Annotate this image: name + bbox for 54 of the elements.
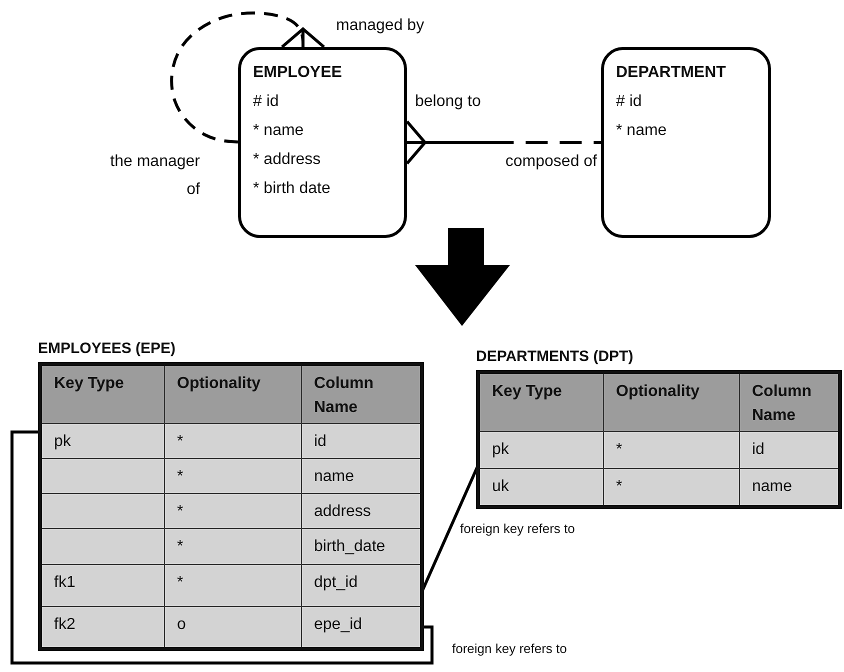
table-cell: dpt_id [302, 565, 420, 606]
header-row [480, 374, 838, 432]
connector-line [10, 430, 434, 664]
table-cell: * [165, 494, 302, 528]
table-row [42, 607, 420, 647]
table-cell: uk [480, 469, 604, 505]
table-cell: name [740, 469, 838, 505]
table-row [42, 459, 420, 494]
attribute-text: * birth date [253, 179, 332, 199]
entity-box [238, 47, 407, 238]
table-cell: o [165, 607, 302, 647]
attribute-text: * name [253, 121, 305, 141]
table-cell: fk2 [42, 607, 165, 647]
table-cell: birth_date [302, 529, 420, 564]
column-header: Key Type [480, 374, 604, 431]
table-cell: * [165, 529, 302, 564]
table-row [480, 469, 838, 505]
column-header: Column Name [740, 374, 838, 431]
table-cell: fk1 [42, 565, 165, 606]
table-cell: * [165, 459, 302, 493]
table-row [42, 565, 420, 607]
entity-name: DEPARTMENT [616, 63, 727, 83]
role-label: the manager of [109, 152, 200, 200]
table-cell: address [302, 494, 420, 528]
attribute-text: * address [253, 150, 322, 170]
table-row [42, 494, 420, 529]
table-cell: pk [42, 424, 165, 458]
table-cell: id [302, 424, 420, 458]
role-label: composed of [504, 152, 597, 172]
table-cell: * [165, 565, 302, 606]
table-row [480, 432, 838, 469]
entity-name: EMPLOYEE [253, 63, 343, 83]
table-row [42, 424, 420, 459]
table-cell: pk [480, 432, 604, 468]
header-row [42, 366, 420, 424]
table-cell: id [740, 432, 838, 468]
entity-box [601, 47, 771, 238]
table-cell: * [604, 469, 740, 505]
table-cell: epe_id [302, 607, 420, 647]
table-cell: * [165, 424, 302, 458]
attribute-text: # id [253, 92, 280, 112]
table-title: EMPLOYEES (EPE) [38, 339, 177, 359]
column-header: Optionality [165, 366, 302, 423]
column-header: Column Name [302, 366, 420, 423]
table-cell: * [604, 432, 740, 468]
attribute-text: * name [616, 121, 668, 141]
table-cell: name [302, 459, 420, 493]
table-title: DEPARTMENTS (DPT) [476, 347, 634, 367]
column-header: Optionality [604, 374, 740, 431]
attribute-text: # id [616, 92, 643, 112]
column-header: Key Type [42, 366, 165, 423]
table-row [42, 529, 420, 565]
relationship-line [406, 120, 601, 165]
relationship-line [170, 12, 326, 144]
